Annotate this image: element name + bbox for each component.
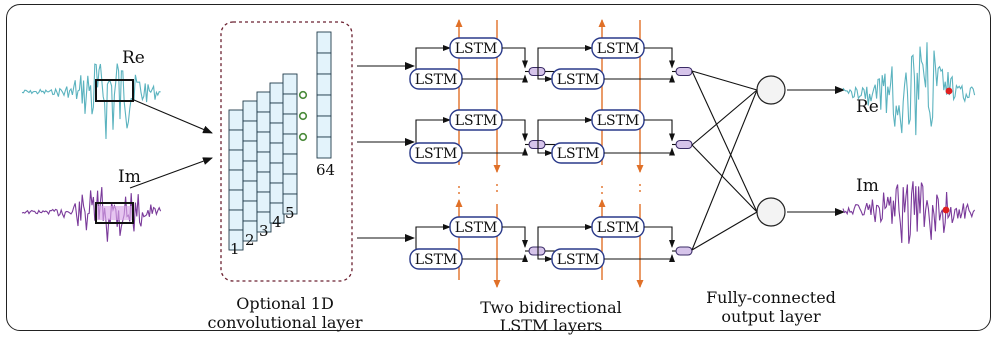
lstm-forward-label: LSTM <box>597 41 640 57</box>
bilstm-block-layer1-step1: LSTM LSTM <box>409 37 560 90</box>
fc-connections <box>691 70 758 251</box>
conv-dot <box>298 132 308 142</box>
conv-caption-line2: convolutional layer <box>207 313 362 332</box>
fc-caption-line1: Fully-connected <box>706 288 836 307</box>
bilstm-block-layer2-step3: LSTM LSTM <box>537 216 693 270</box>
re-to-conv-arrow <box>133 99 213 134</box>
output-im-marker <box>942 206 950 214</box>
conv-dot <box>298 111 308 121</box>
lstm-forward-label: LSTM <box>455 220 498 236</box>
conv-channel-label-5: 5 <box>285 204 295 222</box>
lstm-forward-label: LSTM <box>597 113 640 129</box>
output-re-marker <box>945 87 953 95</box>
output-im-waveform <box>842 181 976 244</box>
input-re-window <box>95 79 134 102</box>
output-neuron-re <box>756 75 786 105</box>
lstm-grid: LSTMLSTMLSTMLSTMLSTMLSTMLSTMLSTMLSTMLSTM… <box>409 37 693 270</box>
lstm-forward-label: LSTM <box>597 220 640 236</box>
fc-edge <box>691 89 758 146</box>
conv-channel-label-1: 1 <box>230 240 240 258</box>
input-re-label: Re <box>122 48 145 68</box>
lstm-forward-label: LSTM <box>455 113 498 129</box>
bilstm-block-layer2-step2: LSTM LSTM <box>537 109 693 164</box>
input-re-waveform <box>21 63 161 140</box>
lstm-caption-line2: LSTM layers <box>500 316 603 335</box>
lstm-backward-label: LSTM <box>557 146 600 162</box>
fc-edge <box>691 70 758 91</box>
input-im-label: Im <box>118 167 141 187</box>
merge-node <box>675 66 693 77</box>
lstm-backward-label: LSTM <box>415 252 458 268</box>
fc-edge <box>691 70 758 213</box>
conv-channel-4 <box>269 82 285 224</box>
input-im-window <box>95 202 134 224</box>
conv-channel-label-2: 2 <box>245 231 255 249</box>
conv-caption-line1: Optional 1D <box>236 294 334 313</box>
conv-channel-1 <box>228 109 244 251</box>
conv-channel-2 <box>242 100 258 242</box>
conv-last-channel-label: 64 <box>316 161 335 179</box>
conv-dot <box>298 90 308 100</box>
merge-node <box>528 139 546 150</box>
conv-channel-64 <box>316 31 332 159</box>
output-re-label: Re <box>856 97 879 117</box>
input-im-waveform <box>21 187 162 242</box>
im-to-conv-arrow <box>129 157 213 189</box>
lstm-backward-label: LSTM <box>557 252 600 268</box>
bilstm-block-layer1-step3: LSTM LSTM <box>409 216 560 270</box>
bilstm-block-layer1-step2: LSTM LSTM <box>409 109 560 164</box>
bilstm-block-layer2-step1: LSTM LSTM <box>537 37 693 90</box>
conv-channel-label-3: 3 <box>259 222 269 240</box>
merge-node <box>675 246 693 256</box>
merge-node <box>675 139 693 150</box>
merge-node <box>528 66 546 77</box>
lstm-forward-label: LSTM <box>455 41 498 57</box>
output-re-waveform <box>842 42 976 136</box>
merge-node <box>528 246 546 256</box>
conv-channel-5 <box>282 73 298 215</box>
lstm-backward-label: LSTM <box>557 72 600 88</box>
lstm-caption-line1: Two bidirectional <box>480 298 621 317</box>
conv-feature-maps <box>228 31 332 251</box>
output-im-label: Im <box>856 176 879 196</box>
lstm-backward-label: LSTM <box>415 146 458 162</box>
conv-layer-box <box>220 21 353 282</box>
fc-edge <box>691 89 758 251</box>
fc-edge <box>691 211 758 251</box>
fc-caption-line2: output layer <box>721 307 821 326</box>
conv-channel-label-4: 4 <box>272 213 282 231</box>
lstm-backward-label: LSTM <box>415 72 458 88</box>
conv-channel-3 <box>256 91 272 233</box>
output-neuron-im <box>756 197 786 227</box>
fc-edge <box>691 144 758 213</box>
